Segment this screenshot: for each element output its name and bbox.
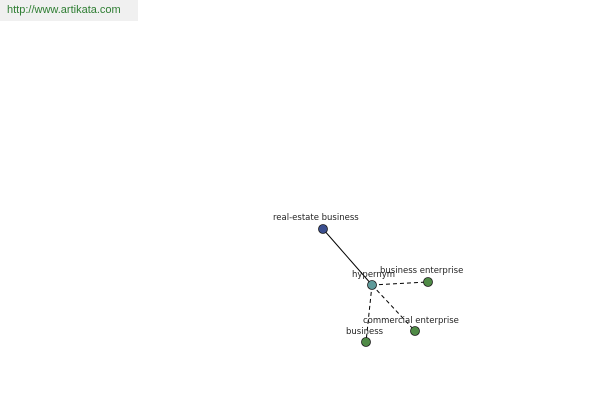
- node-hypernym[interactable]: [367, 280, 377, 290]
- node-business[interactable]: [361, 337, 371, 347]
- label-hypernym: hypernym: [352, 270, 395, 280]
- graph-edges: [322, 228, 429, 343]
- node-business-enterprise[interactable]: [423, 277, 433, 287]
- label-commercial-enterprise: commercial enterprise: [363, 316, 459, 326]
- edge-real-estate-business-to-hypernym: [322, 228, 373, 286]
- node-real-estate-business[interactable]: [318, 224, 328, 234]
- label-business-enterprise: business enterprise: [380, 266, 463, 276]
- edge-hypernym-to-business: [365, 284, 373, 343]
- node-commercial-enterprise[interactable]: [410, 326, 420, 336]
- artikata-url-link[interactable]: http://www.artikata.com: [0, 0, 138, 21]
- label-real-estate-business: real-estate business: [273, 213, 359, 223]
- edge-hypernym-to-commercial-enterprise: [371, 284, 416, 332]
- graph-nodes: [318, 224, 433, 347]
- edge-hypernym-to-business-enterprise: [371, 281, 429, 286]
- label-business: business: [346, 327, 384, 337]
